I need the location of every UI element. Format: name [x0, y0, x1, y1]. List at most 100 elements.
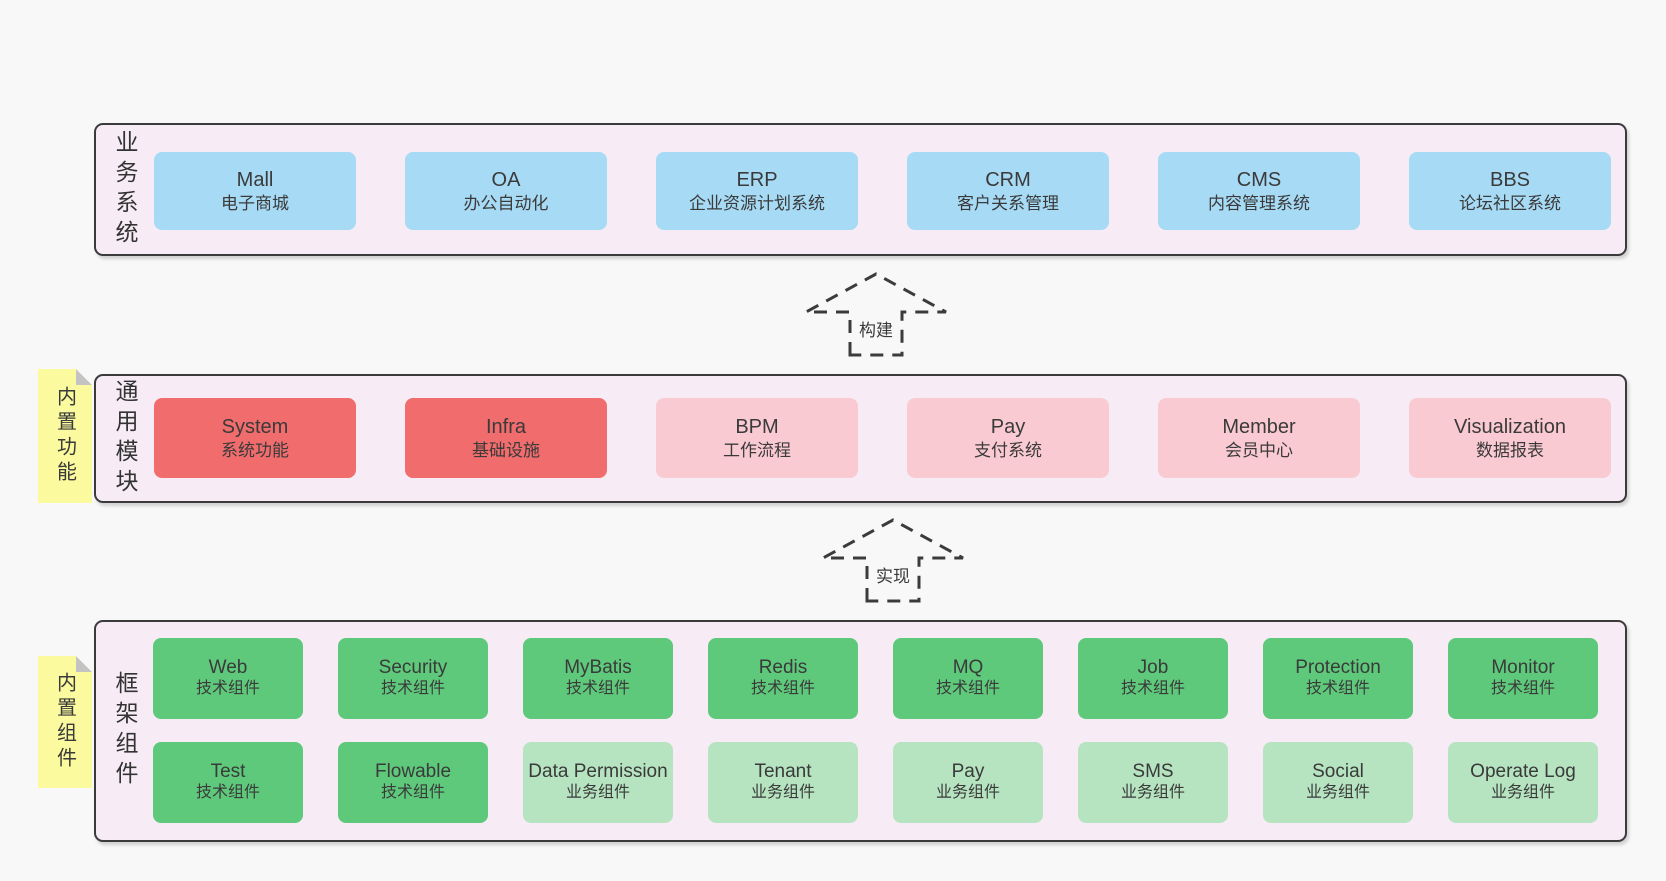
band-framework-components-label-text: 框架组件: [112, 671, 138, 791]
tile-pay-component: Pay 业务组件: [893, 742, 1043, 823]
tile-data-permission: Data Permission 业务组件: [523, 742, 673, 823]
tile-monitor-desc: 技术组件: [1490, 680, 1555, 698]
tile-sms-name: SMS: [1132, 760, 1174, 782]
tile-flowable-desc: 技术组件: [380, 784, 445, 802]
tile-job-name: Job: [1137, 656, 1169, 678]
tile-pay-module: Pay 支付系统: [907, 398, 1109, 478]
tile-flowable-name: Flowable: [374, 760, 452, 782]
tile-infra-name: Infra: [485, 415, 527, 438]
tile-operate-log: Operate Log 业务组件: [1448, 742, 1598, 823]
tile-bpm-name: BPM: [735, 415, 779, 438]
tile-cms-name: CMS: [1236, 168, 1282, 191]
tile-web-name: Web: [208, 656, 248, 678]
tile-protection-name: Protection: [1295, 656, 1381, 678]
band-common-modules: 通用模块 System 系统功能 Infra 基础设施 BPM 工作流程 Pay…: [94, 374, 1627, 503]
tile-infra: Infra 基础设施: [405, 398, 607, 478]
sticky-built-in-components: 内置组件: [38, 656, 92, 788]
tile-tenant: Tenant 业务组件: [708, 742, 858, 823]
tile-crm-desc: 客户关系管理: [957, 193, 1059, 213]
arrow-implement: 实现: [815, 512, 971, 610]
tile-mybatis-name: MyBatis: [564, 656, 632, 678]
tile-protection-desc: 技术组件: [1305, 680, 1370, 698]
tile-mybatis: MyBatis 技术组件: [523, 638, 673, 719]
tile-mq: MQ 技术组件: [893, 638, 1043, 719]
tile-monitor-name: Monitor: [1491, 656, 1555, 678]
tile-member-name: Member: [1222, 415, 1296, 438]
tile-security-desc: 技术组件: [380, 680, 445, 698]
tile-pay-module-name: Pay: [990, 415, 1026, 438]
framework-tiles-row-1: Web 技术组件 Security 技术组件 MyBatis 技术组件 Redi…: [153, 638, 1598, 719]
tile-test: Test 技术组件: [153, 742, 303, 823]
tile-pay-component-desc: 业务组件: [935, 784, 1000, 802]
tile-redis-desc: 技术组件: [750, 680, 815, 698]
module-tiles-row: System 系统功能 Infra 基础设施 BPM 工作流程 Pay 支付系统…: [154, 398, 1611, 478]
tile-protection: Protection 技术组件: [1263, 638, 1413, 719]
tile-erp-desc: 企业资源计划系统: [689, 193, 825, 213]
tile-cms-desc: 内容管理系统: [1208, 193, 1310, 213]
tile-visualization: Visualization 数据报表: [1409, 398, 1611, 478]
framework-tiles-row-2: Test 技术组件 Flowable 技术组件 Data Permission …: [153, 742, 1598, 823]
tile-crm-name: CRM: [985, 168, 1031, 191]
tile-mall: Mall 电子商城: [154, 152, 356, 230]
tile-member: Member 会员中心: [1158, 398, 1360, 478]
arrow-build: 构建: [798, 266, 954, 364]
tile-system: System 系统功能: [154, 398, 356, 478]
tile-redis: Redis 技术组件: [708, 638, 858, 719]
fold-corner-icon: [76, 369, 92, 385]
tile-cms: CMS 内容管理系统: [1158, 152, 1360, 230]
tile-bbs-desc: 论坛社区系统: [1459, 193, 1561, 213]
tile-monitor: Monitor 技术组件: [1448, 638, 1598, 719]
tile-member-desc: 会员中心: [1225, 440, 1293, 460]
tile-mall-name: Mall: [236, 168, 274, 191]
tile-sms-desc: 业务组件: [1120, 784, 1185, 802]
tile-security-name: Security: [378, 656, 448, 678]
tile-tenant-name: Tenant: [754, 760, 812, 782]
sticky-built-in-components-text: 内置组件: [53, 672, 76, 772]
tile-mall-desc: 电子商城: [221, 193, 289, 213]
band-framework-components: 框架组件 Web 技术组件 Security 技术组件 MyBatis 技术组件…: [94, 620, 1627, 842]
tile-mybatis-desc: 技术组件: [565, 680, 630, 698]
tile-operate-log-name: Operate Log: [1470, 760, 1576, 782]
tile-erp: ERP 企业资源计划系统: [656, 152, 858, 230]
band-business-systems: 业务系统 Mall 电子商城 OA 办公自动化 ERP 企业资源计划系统 CRM…: [94, 123, 1627, 256]
band-common-modules-label-text: 通用模块: [112, 378, 138, 499]
tile-data-permission-desc: 业务组件: [565, 784, 630, 802]
tile-visualization-name: Visualization: [1454, 415, 1566, 438]
tile-tenant-desc: 业务组件: [750, 784, 815, 802]
tile-social: Social 业务组件: [1263, 742, 1413, 823]
tile-bpm: BPM 工作流程: [656, 398, 858, 478]
tile-bpm-desc: 工作流程: [723, 440, 791, 460]
tile-operate-log-desc: 业务组件: [1490, 784, 1555, 802]
sticky-built-in-features-text: 内置功能: [53, 386, 76, 486]
tile-oa-desc: 办公自动化: [463, 193, 549, 213]
tile-web: Web 技术组件: [153, 638, 303, 719]
tile-security: Security 技术组件: [338, 638, 488, 719]
tile-redis-name: Redis: [758, 656, 808, 678]
band-business-systems-label-text: 业务系统: [112, 129, 138, 250]
arrow-implement-shape: [822, 518, 964, 603]
tile-crm: CRM 客户关系管理: [907, 152, 1109, 230]
tile-mq-name: MQ: [952, 656, 984, 678]
tile-pay-module-desc: 支付系统: [974, 440, 1042, 460]
fold-corner-icon: [76, 656, 92, 672]
tile-test-desc: 技术组件: [195, 784, 260, 802]
arrow-build-shape: [805, 272, 947, 357]
tile-mq-desc: 技术组件: [935, 680, 1000, 698]
tile-sms: SMS 业务组件: [1078, 742, 1228, 823]
sticky-built-in-features: 内置功能: [38, 369, 92, 503]
band-business-systems-label: 业务系统: [108, 125, 142, 254]
tile-system-desc: 系统功能: [221, 440, 289, 460]
tile-web-desc: 技术组件: [195, 680, 260, 698]
tile-pay-component-name: Pay: [951, 760, 985, 782]
tile-data-permission-name: Data Permission: [528, 760, 668, 782]
tile-bbs: BBS 论坛社区系统: [1409, 152, 1611, 230]
tile-oa: OA 办公自动化: [405, 152, 607, 230]
tile-infra-desc: 基础设施: [472, 440, 540, 460]
tile-oa-name: OA: [491, 168, 521, 191]
tile-flowable: Flowable 技术组件: [338, 742, 488, 823]
tile-test-name: Test: [210, 760, 246, 782]
tile-social-name: Social: [1312, 760, 1364, 782]
tile-job-desc: 技术组件: [1120, 680, 1185, 698]
tile-system-name: System: [221, 415, 289, 438]
